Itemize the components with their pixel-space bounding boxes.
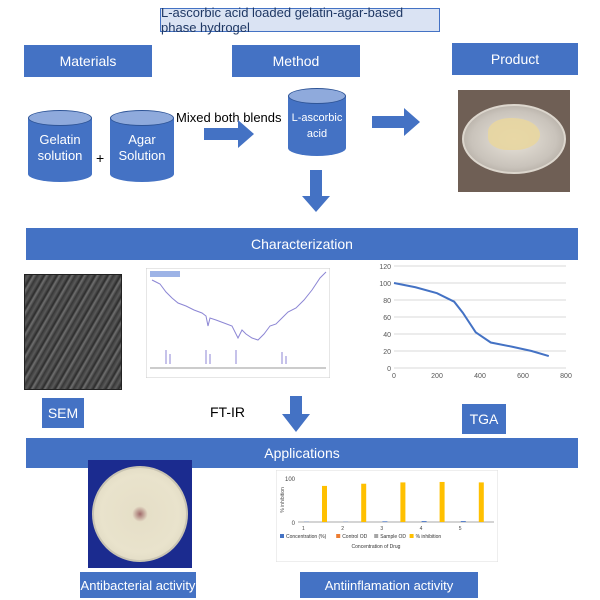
bar-ytick-label: 100 xyxy=(285,477,296,483)
tga-ytick-label: 60 xyxy=(383,315,391,322)
tga-ytick-label: 20 xyxy=(383,349,391,356)
bar-xlabel: Concentration of Drug xyxy=(352,544,401,550)
bar-mark xyxy=(478,482,484,522)
agar-cylinder: Agar Solution xyxy=(110,110,174,182)
arrow-down-method xyxy=(302,170,330,212)
legend-swatch xyxy=(280,534,284,538)
mix-label: Mixed both blends xyxy=(176,110,282,125)
gelatin-label: Gelatin solution xyxy=(37,132,83,163)
bar-mark xyxy=(361,483,367,522)
ascorbic-cylinder: L-ascorbic acid xyxy=(288,88,346,156)
bar-chart-frame xyxy=(276,470,498,562)
ftir-chart xyxy=(146,268,330,378)
bar-category-label: 1 xyxy=(302,526,305,532)
tga-ytick-label: 120 xyxy=(379,264,391,271)
bar-category-label: 4 xyxy=(420,526,423,532)
tga-xtick-label: 400 xyxy=(474,373,486,380)
bar-mark xyxy=(460,521,466,522)
agar-label: Agar Solution xyxy=(118,132,166,163)
tga-xtick-label: 0 xyxy=(392,373,396,380)
bar-category-label: 2 xyxy=(341,526,344,532)
bar-mark xyxy=(400,482,406,522)
product-photo xyxy=(458,90,570,192)
bar-mark xyxy=(421,521,427,522)
legend-swatch xyxy=(374,534,379,538)
ftir-spectrum xyxy=(151,271,327,341)
antiinflammation-label: Antiinflamation activity xyxy=(300,572,478,598)
materials-header: Materials xyxy=(24,45,152,77)
legend-label: Control OD xyxy=(342,534,367,540)
bar-ylabel: % inhibition xyxy=(280,487,286,513)
bar-ytick-label: 0 xyxy=(292,521,296,527)
plus-sign: + xyxy=(96,150,105,166)
arrow-to-product xyxy=(372,108,420,136)
characterization-header: Characterization xyxy=(26,228,578,260)
tga-xtick-label: 800 xyxy=(560,373,572,380)
arrow-mix xyxy=(204,120,254,148)
legend-label: Concentration (%) xyxy=(286,534,327,540)
ftir-label: FT-IR xyxy=(210,404,245,420)
method-header: Method xyxy=(232,45,360,77)
diagram-title: L-ascorbic acid loaded gelatin-agar-base… xyxy=(160,5,440,35)
tga-chart: 0 20 40 60 80 100 120 0 200 400 600 800 xyxy=(379,264,572,380)
product-header: Product xyxy=(452,43,578,75)
legend-swatch xyxy=(336,534,341,538)
legend-swatch xyxy=(409,534,414,538)
tga-xtick-label: 600 xyxy=(517,373,529,380)
bar-mark xyxy=(382,521,388,522)
bar-category-label: 5 xyxy=(459,526,462,532)
arrow-down-ftir xyxy=(282,396,310,432)
ascorbic-label: L-ascorbic acid xyxy=(291,112,343,140)
antibacterial-photo xyxy=(88,460,192,568)
bar-mark xyxy=(439,481,445,522)
tga-ytick-label: 100 xyxy=(379,281,391,288)
tga-ytick-label: 0 xyxy=(387,366,391,373)
tga-label: TGA xyxy=(462,404,506,434)
sem-image xyxy=(24,274,122,390)
tga-ytick-label: 40 xyxy=(383,332,391,339)
tga-ytick-label: 80 xyxy=(383,298,391,305)
bar-mark xyxy=(322,485,327,522)
sem-label: SEM xyxy=(42,398,84,428)
tga-line xyxy=(393,282,550,358)
antibacterial-label: Antibacterial activity xyxy=(80,572,196,598)
bar-category-label: 3 xyxy=(380,526,383,532)
tga-xtick-label: 200 xyxy=(431,373,443,380)
gelatin-cylinder: Gelatin solution xyxy=(28,110,92,182)
legend-label: % inhibition xyxy=(416,534,442,540)
legend-label: Sample OD xyxy=(380,534,406,540)
